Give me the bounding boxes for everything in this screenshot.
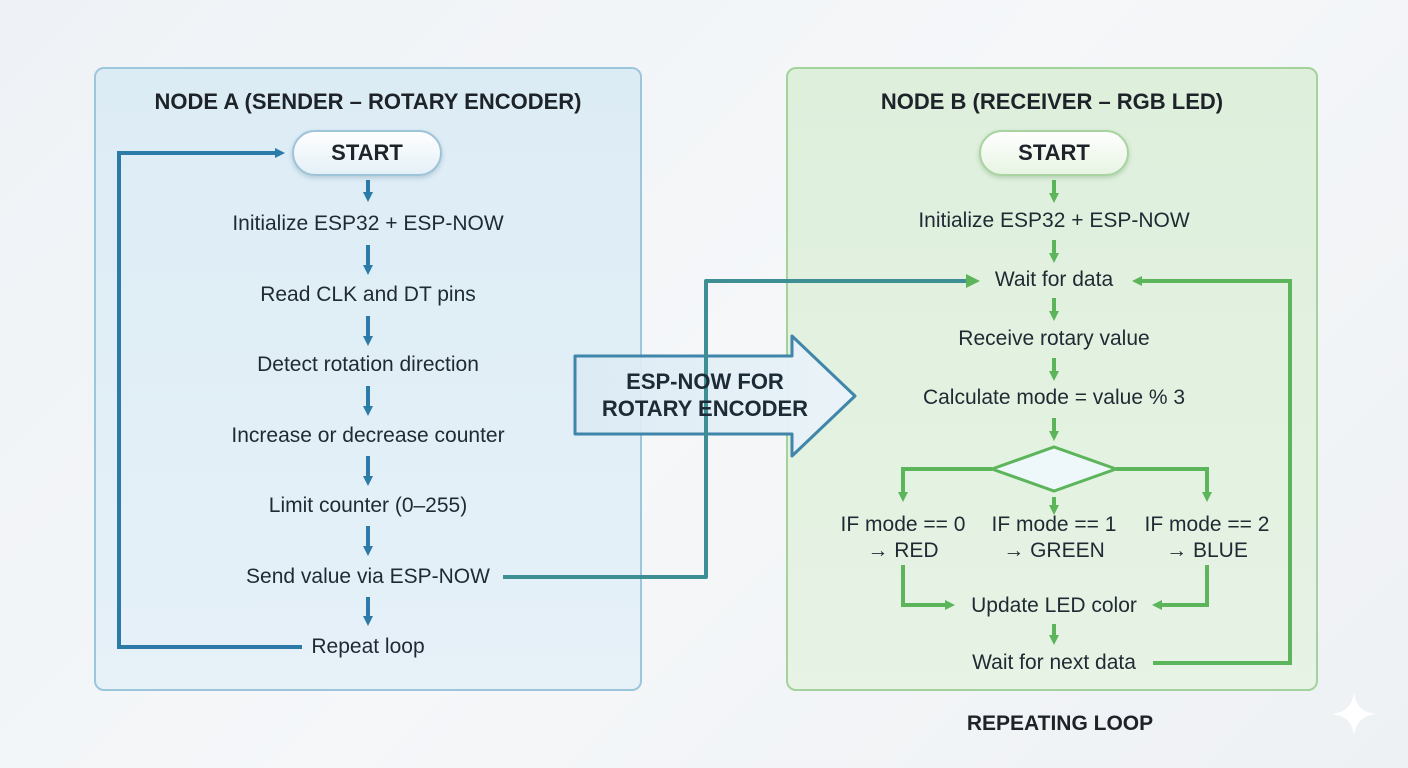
esp-now-link-label: ESP-NOW FOR ROTARY ENCODER [590,368,820,422]
node-b-step-calc: Calculate mode = value % 3 [922,386,1186,409]
esp-now-link-label-line1: ESP-NOW FOR [626,369,784,394]
node-a-step-repeat: Repeat loop [311,635,425,658]
repeating-loop-label: REPEATING LOOP [966,712,1154,735]
node-b-start: START [979,130,1129,176]
branch-lines [898,467,1212,610]
sparkle-icon [1332,692,1376,736]
node-b-step-update: Update LED color [971,594,1137,617]
esp-now-data-line [503,279,968,579]
branch-1-result: → GREEN [1003,539,1105,562]
node-b-step-receive: Receive rotary value [958,327,1150,350]
node-a-step-send: Send value via ESP-NOW [246,565,490,588]
node-b-step-init: Initialize ESP32 + ESP-NOW [918,209,1190,232]
node-a-start: START [292,130,442,176]
node-a-loop-line [117,148,302,649]
esp-now-link-label-line2: ROTARY ENCODER [601,396,809,421]
node-a-step-limit: Limit counter (0–255) [268,494,468,517]
node-a-step-init: Initialize ESP32 + ESP-NOW [232,212,504,235]
node-b-title: NODE B (RECEIVER – RGB LED) [880,89,1224,114]
node-a-title: NODE A (SENDER – ROTARY ENCODER) [154,89,582,114]
branch-1-condition: IF mode == 1 [991,513,1117,536]
branch-2-result: → BLUE [1166,539,1248,562]
wait-entry-arrowhead [966,274,980,288]
branch-0-result: → RED [867,539,939,562]
decision-diamond [987,445,1121,493]
node-a-step-detect: Detect rotation direction [257,353,479,376]
branch-2-condition: IF mode == 2 [1144,513,1270,536]
esp-now-link-arrow [573,334,857,458]
node-b-step-wait: Wait for data [994,268,1114,291]
branch-0-condition: IF mode == 0 [840,513,966,536]
node-b-loop-line [1132,276,1292,665]
node-b-step-wait-next: Wait for next data [972,651,1136,674]
node-a-step-read: Read CLK and DT pins [260,283,476,306]
node-a-step-counter: Increase or decrease counter [231,424,505,447]
